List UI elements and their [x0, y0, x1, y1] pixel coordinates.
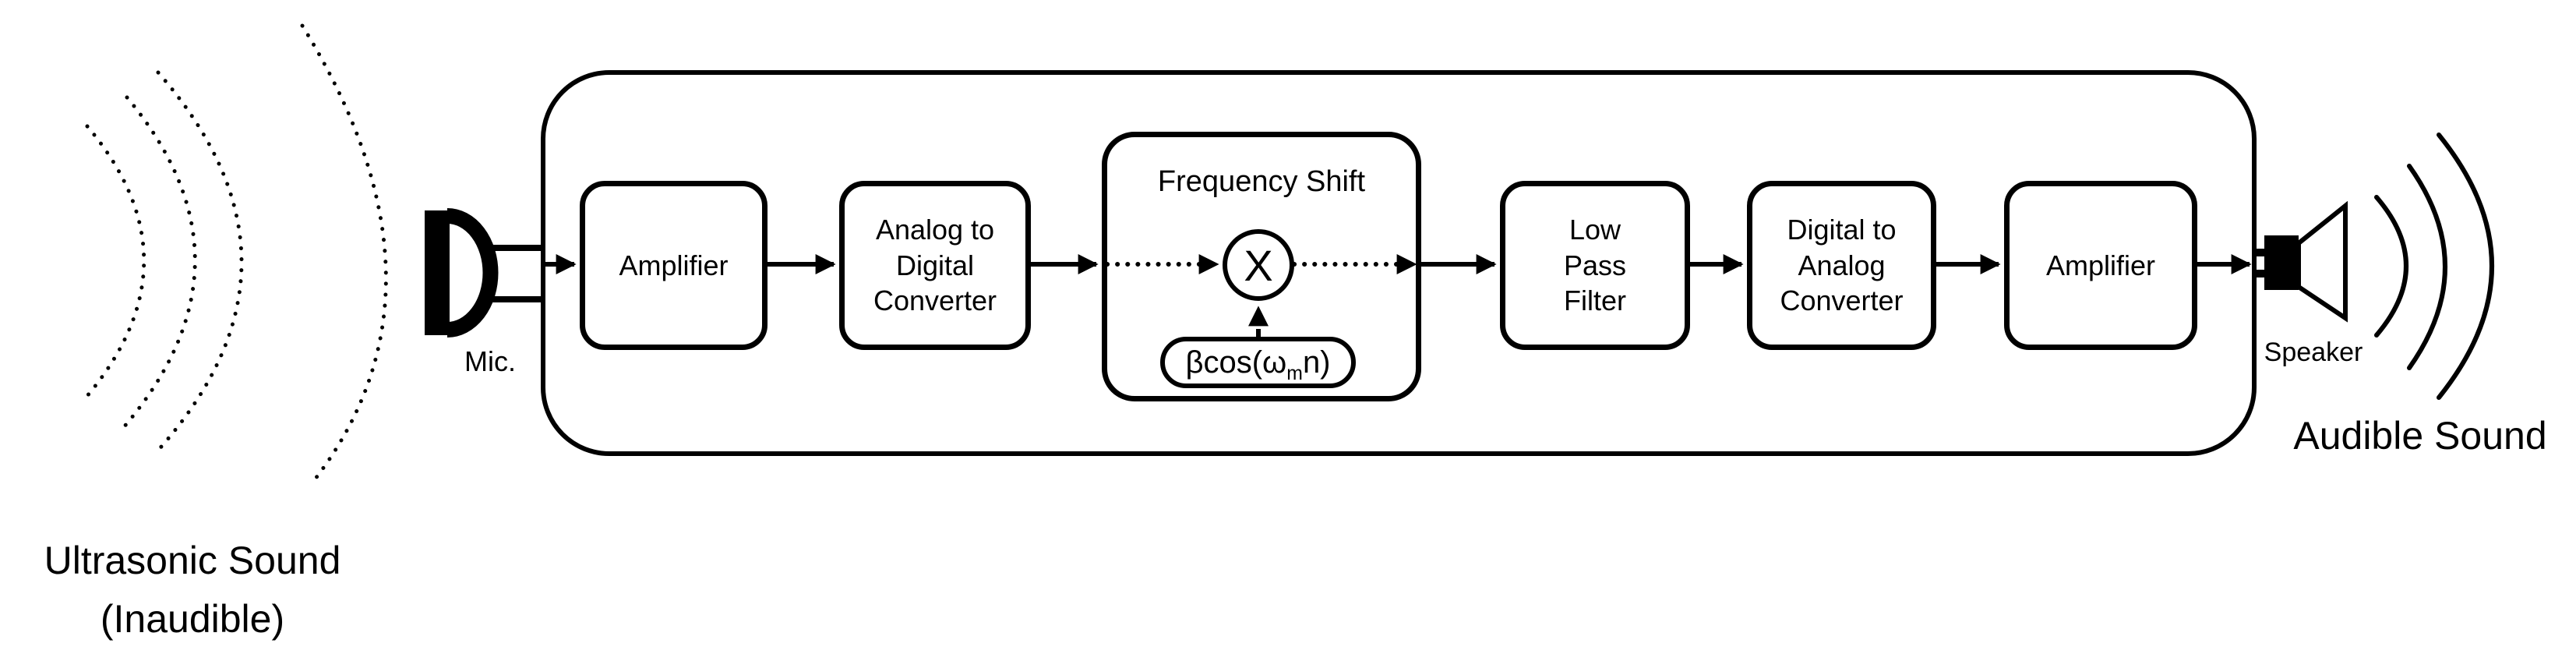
block-label: Low: [1569, 214, 1621, 246]
ultrasonic-sound-waves-icon: [84, 23, 388, 485]
block-label: Analog: [1798, 249, 1886, 281]
multiplier-node: X: [1223, 229, 1294, 301]
block-label: Converter: [1780, 285, 1904, 317]
system-enclosure: [541, 70, 2257, 456]
block-label: Digital: [895, 249, 975, 281]
block-amplifier-2: Amplifier: [2004, 181, 2197, 350]
block-dac: Digital to Analog Converter: [1747, 181, 1936, 350]
dotted-wave-arc: [84, 124, 146, 399]
solid-wave-arc: [2374, 195, 2408, 338]
multiplier-symbol: X: [1244, 240, 1273, 290]
speaker-icon: [2257, 200, 2348, 323]
oscillator-pill: βcos(ωmn): [1160, 337, 1356, 388]
block-low-pass-filter: Low Pass Filter: [1500, 181, 1690, 350]
audible-sound-waves-icon: [2374, 133, 2494, 400]
block-label: Digital to: [1787, 214, 1897, 246]
block-label: Filter: [1564, 285, 1626, 317]
mic-label: Mic.: [464, 345, 516, 377]
block-label: Pass: [1563, 249, 1627, 281]
block-label: Converter: [873, 285, 997, 317]
frequency-shift-title: Frequency Shift: [1157, 165, 1366, 198]
speaker-label: Speaker: [2264, 338, 2363, 367]
microphone-icon: [425, 208, 541, 338]
dotted-wave-arc: [153, 70, 244, 456]
dotted-wave-arc: [121, 95, 197, 430]
dotted-wave-arc: [300, 23, 388, 485]
oscillator-formula: βcos(ωmn): [1185, 345, 1331, 384]
oscillator-subscript: m: [1286, 362, 1303, 384]
block-amplifier-1: Amplifier: [580, 181, 768, 350]
ultrasonic-sound-line2: (Inaudible): [100, 597, 285, 641]
block-label: Amplifier: [619, 249, 729, 281]
ultrasonic-sound-label: Ultrasonic Sound (Inaudible): [13, 532, 372, 649]
ultrasonic-sound-line1: Ultrasonic Sound: [44, 539, 341, 582]
solid-wave-arc: [2407, 164, 2447, 370]
audible-sound-label: Audible Sound: [2293, 414, 2547, 458]
signal-arrows: [543, 254, 2252, 337]
block-label: Amplifier: [2045, 249, 2156, 281]
block-frequency-shift: Frequency Shift: [1102, 132, 1421, 401]
block-label: Analog to: [875, 214, 995, 246]
block-adc: Analog to Digital Converter: [839, 181, 1031, 350]
solid-wave-arc: [2437, 133, 2494, 400]
